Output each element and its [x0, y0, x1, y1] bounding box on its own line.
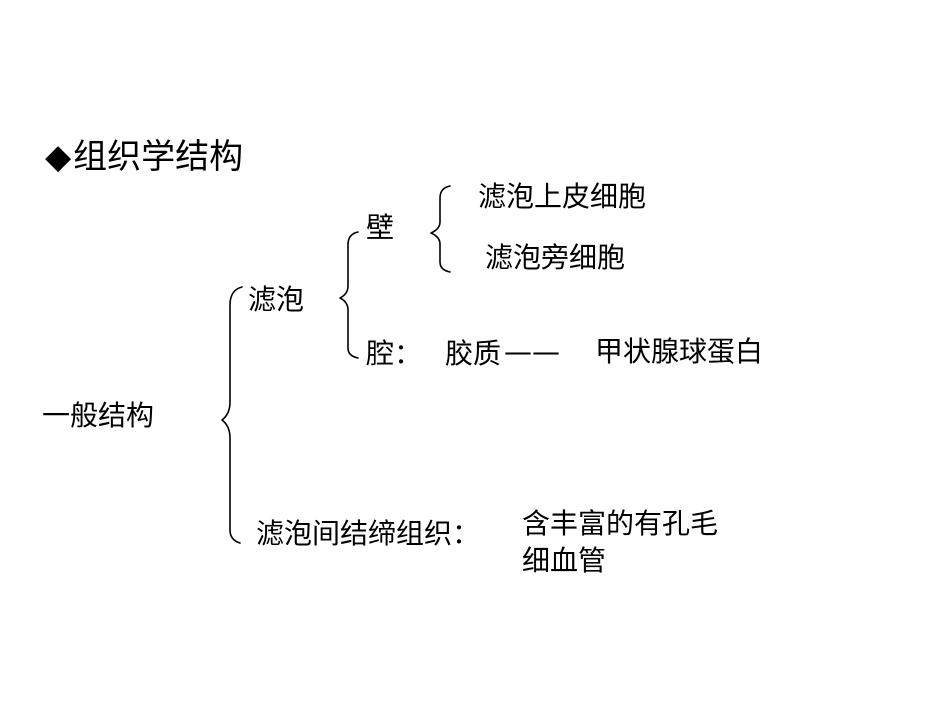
parafollicular-cell-label: 滤泡旁细胞	[485, 241, 626, 274]
cavity-label: 腔：	[366, 337, 423, 370]
diamond-bullet-icon: ◆	[45, 137, 72, 177]
capillary-line-1: 含丰富的有孔毛	[522, 507, 719, 540]
thyroglobulin-label: 甲状腺球蛋白	[595, 335, 764, 368]
follicular-epithelial-cell-label: 滤泡上皮细胞	[478, 180, 647, 213]
root-label: 一般结构	[42, 399, 155, 432]
colloid-label: 胶质	[445, 337, 502, 370]
interfollicular-tissue-label: 滤泡间结缔组织：	[256, 517, 481, 550]
slide-title-text: 组织学结构	[73, 137, 244, 177]
slide-title: ◆组织学结构	[45, 140, 243, 174]
follicle-brace	[339, 231, 359, 359]
colloid-dash: ——	[504, 335, 560, 368]
capillary-line-2: 细血管	[522, 544, 607, 577]
wall-label: 壁	[366, 211, 395, 244]
wall-brace	[430, 185, 451, 273]
follicle-label: 滤泡	[248, 283, 305, 316]
root-brace	[221, 286, 243, 544]
